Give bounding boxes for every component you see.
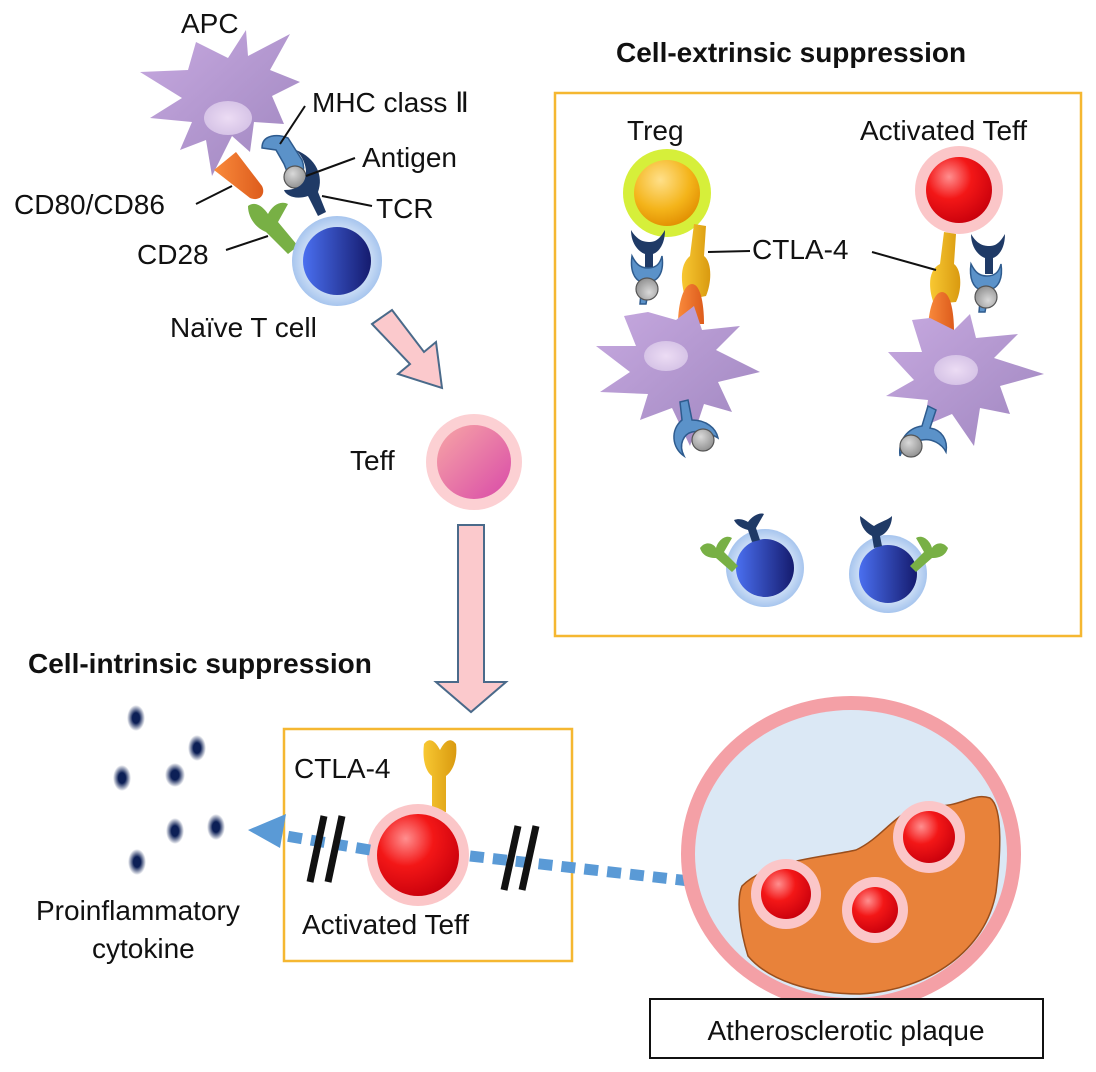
- activation-arrow: [433, 524, 509, 714]
- antigen-label: Antigen: [362, 142, 457, 173]
- intrinsic-title: Cell-intrinsic suppression: [28, 648, 372, 679]
- mhc-left-bottom: [673, 399, 720, 459]
- apc-cell-extrinsic-left: [596, 306, 760, 446]
- cytokine-label-line2: cytokine: [92, 933, 195, 964]
- activated-teff-cell-top: [915, 146, 1003, 234]
- teff-ctla4-right: [930, 232, 961, 304]
- apc-label: APC: [181, 8, 239, 39]
- plaque-teff-cell-2: [893, 801, 965, 873]
- cytokine-label-line1: Proinflammatory: [36, 895, 240, 926]
- naive-t-cell-box-left: [700, 513, 804, 607]
- plaque-label-box: [649, 998, 1044, 1059]
- apc-cell: [140, 30, 300, 176]
- plaque-teff-cell-1: [751, 859, 821, 929]
- plaque-dotted-arrow: [469, 850, 717, 890]
- teff-cell: [426, 414, 522, 510]
- naive-t-cell: [292, 216, 382, 306]
- activated-teff-label-bottom: Activated Teff: [302, 909, 469, 940]
- extrinsic-box: [553, 91, 1083, 638]
- block-mark-right: [500, 825, 540, 891]
- intrinsic-box: [282, 727, 574, 963]
- cd80-cd86-molecule: [214, 152, 264, 200]
- differentiation-arrow: [370, 308, 444, 390]
- tcr-molecule: [284, 150, 326, 216]
- cytokine-dots: [113, 705, 225, 875]
- treg-label: Treg: [627, 115, 684, 146]
- mhc-antigen-complex: [261, 134, 307, 189]
- naive-t-cell-box-right: [849, 516, 948, 613]
- ctla4-label-intrinsic: CTLA-4: [294, 753, 390, 784]
- activated-teff-label-top: Activated Teff: [860, 115, 1027, 146]
- ctla4-molecule-intrinsic: [423, 740, 457, 812]
- activated-teff-cell-intrinsic: [367, 804, 469, 906]
- treg-ctla4-left: [681, 224, 711, 300]
- plaque-label: Atherosclerotic plaque: [707, 1015, 984, 1046]
- plaque-teff-cell-3: [842, 877, 908, 943]
- apc-cell-extrinsic-right: [886, 314, 1044, 446]
- mhc-right-bottom: [899, 404, 948, 458]
- teff-label: Teff: [350, 445, 395, 476]
- tcr-label: TCR: [376, 193, 434, 224]
- naive-t-cell-label: Naïve T cell: [170, 312, 317, 343]
- cd28-molecule: [248, 202, 298, 254]
- block-mark-left: [306, 815, 346, 883]
- cd80-cd86-label: CD80/CD86: [14, 189, 165, 220]
- mhc-label: MHC class Ⅱ: [312, 87, 469, 118]
- ctla4-label-extrinsic: CTLA-4: [752, 234, 848, 265]
- cd28-label: CD28: [137, 239, 209, 270]
- extrinsic-title: Cell-extrinsic suppression: [616, 37, 966, 68]
- treg-cell: [623, 149, 711, 237]
